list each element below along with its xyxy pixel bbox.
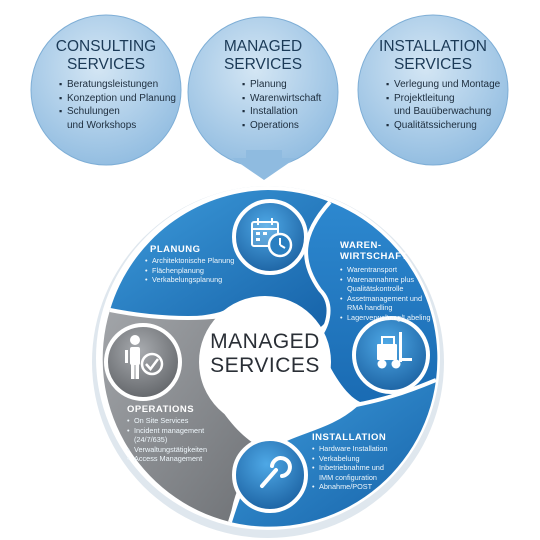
calendar-clock-icon <box>251 218 293 258</box>
center-label-line2: SERVICES <box>210 354 320 377</box>
forklift-icon <box>377 332 412 369</box>
list-item: Hardware Installation <box>312 444 388 454</box>
bubble-title: MANAGED SERVICES <box>188 38 338 74</box>
bubble-title-line2: SERVICES <box>393 56 473 73</box>
bubble-title-line2: SERVICES <box>66 56 146 73</box>
list-item: Verkabelung <box>312 454 388 464</box>
list-item-continuation: (24/7/635) <box>134 435 168 445</box>
list-item: Access Management <box>127 454 207 464</box>
list-item: On Site Services <box>127 416 207 426</box>
planung-list: Architektonische Planung Flächenplanung … <box>145 256 234 285</box>
installation-title: INSTALLATION <box>312 432 387 443</box>
warenwirtschaft-list: Warentransport Warenannahme plus Qualitä… <box>340 265 431 323</box>
warenwirtschaft-title-line2: WIRTSCHAFT <box>340 251 408 262</box>
warenwirtschaft-title-line1: WAREN- <box>340 240 382 251</box>
operations-title: OPERATIONS <box>127 404 195 415</box>
wrench-icon <box>260 456 292 488</box>
warenwirtschaft-title: WAREN- WIRTSCHAFT <box>340 240 408 262</box>
list-item-continuation: Qualitätskontrolle <box>347 284 404 294</box>
bubble-title: INSTALLATION SERVICES <box>358 38 508 74</box>
bubble-title-line1: MANAGED <box>223 38 303 55</box>
list-item-continuation: RMA handling <box>347 303 393 313</box>
list-item: Installation <box>242 105 321 119</box>
list-item: Operations <box>242 119 321 133</box>
list-item-continuation: IMM configuration <box>319 472 377 482</box>
list-item: Flächenplanung <box>145 266 234 276</box>
consulting-services-bubble: CONSULTING SERVICES Beratungsleistungen … <box>31 15 181 165</box>
bubble-title: CONSULTING SERVICES <box>31 38 181 74</box>
operations-list: On Site Services Incident management (24… <box>127 416 207 464</box>
person-check-icon <box>125 335 164 379</box>
arrow-down <box>232 150 296 180</box>
bubble-list: Verlegung und Montage Projektleitung und… <box>372 78 500 132</box>
list-item: Inbetriebnahme und <box>312 463 388 473</box>
list-item: Warentransport <box>340 265 431 275</box>
list-item: Incident management <box>127 426 207 436</box>
list-item: Verlegung und Montage <box>386 78 500 92</box>
list-item-continuation: und Workshops <box>67 119 137 131</box>
list-item: Verwaltungstätigkeiten <box>127 445 207 455</box>
list-item: Verkabelungsplanung <box>145 275 234 285</box>
center-label: MANAGED SERVICES <box>200 330 330 378</box>
list-item: Schulungen <box>59 105 176 119</box>
installation-list: Hardware Installation Verkabelung Inbetr… <box>312 444 388 492</box>
list-item: Architektonische Planung <box>145 256 234 266</box>
list-item: Assetmanagement und <box>340 294 431 304</box>
list-item: Abnahme/POST <box>312 482 388 492</box>
center-label-line1: MANAGED <box>210 330 320 353</box>
list-item: Beratungsleistungen <box>59 78 176 92</box>
bubble-list: Planung Warenwirtschaft Installation Ope… <box>228 78 321 132</box>
bubble-list: Beratungsleistungen Konzeption und Planu… <box>45 78 176 132</box>
list-item: Konzeption und Planung <box>59 92 176 106</box>
icon-circle-planung <box>232 199 308 275</box>
list-item: Projektleitung <box>386 92 500 106</box>
list-item: Lagerverwaltung/Labeling <box>340 313 431 323</box>
planung-title: PLANUNG <box>150 244 201 255</box>
list-item-continuation: und Bauüberwachung <box>394 106 492 117</box>
managed-services-bubble: MANAGED SERVICES Planung Warenwirtschaft… <box>188 17 338 167</box>
list-item: Warenannahme plus <box>340 275 431 285</box>
list-item: Qualitätssicherung <box>386 119 500 133</box>
bubble-title-line2: SERVICES <box>223 56 303 73</box>
installation-services-bubble: INSTALLATION SERVICES Verlegung und Mont… <box>358 15 508 165</box>
bubble-title-line1: INSTALLATION <box>379 38 487 55</box>
center-circle <box>199 296 331 428</box>
list-item: Planung <box>242 78 321 92</box>
list-item: Warenwirtschaft <box>242 92 321 106</box>
bubble-title-line1: CONSULTING <box>55 38 157 55</box>
